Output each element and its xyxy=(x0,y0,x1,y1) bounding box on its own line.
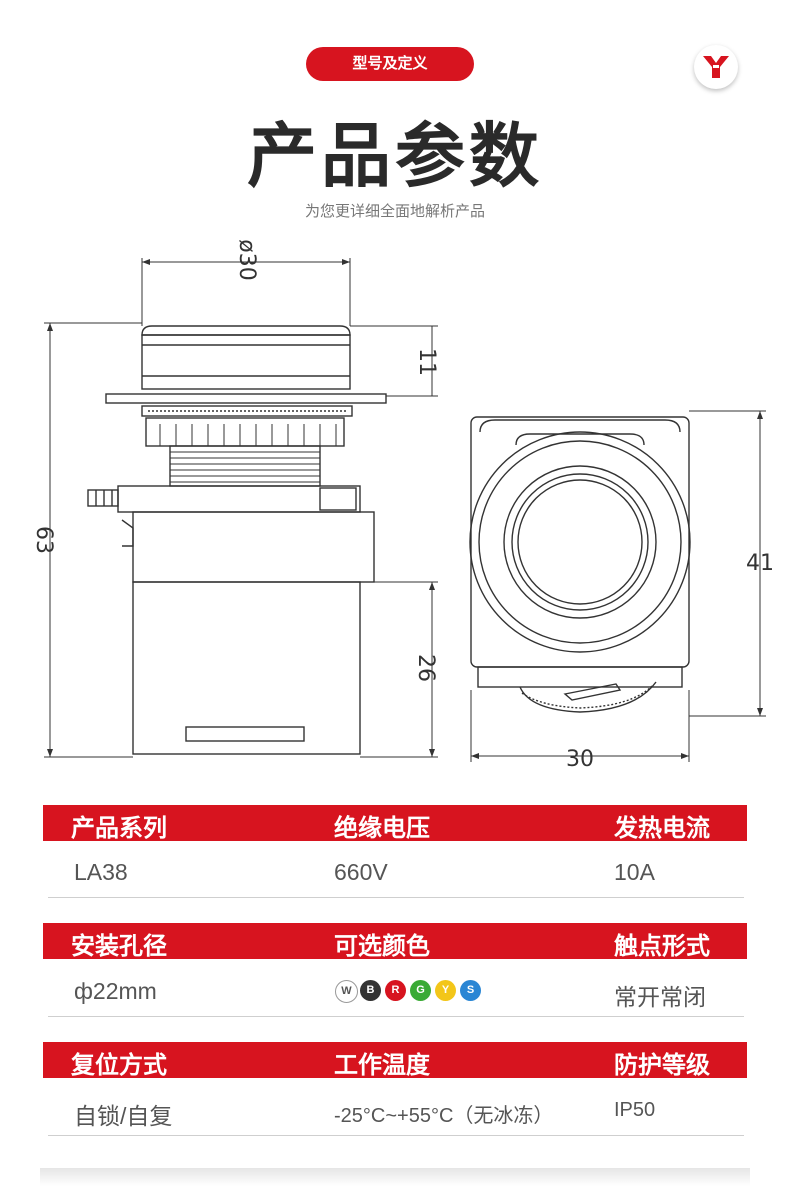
spec-value: 10A xyxy=(614,859,655,885)
spec-value-row-1: LA38 660V 10A xyxy=(48,847,744,898)
color-chip-red: R xyxy=(385,980,406,1001)
spec-value: LA38 xyxy=(74,859,128,885)
dim-label-11: 11 xyxy=(414,348,439,376)
color-chip-green: G xyxy=(410,980,431,1001)
spec-label: 发热电流 xyxy=(614,815,710,842)
dimension-drawing: ø30 11 63 26 41 30 xyxy=(31,239,774,772)
bottom-shadow xyxy=(40,1168,750,1186)
spec-label: 绝缘电压 xyxy=(334,815,430,842)
color-chip-white: W xyxy=(335,980,358,1003)
spec-header-row-2: 安装孔径 可选颜色 触点形式 xyxy=(43,923,747,960)
dim-label-30: 30 xyxy=(566,747,594,772)
color-chip-blue: S xyxy=(460,980,481,1001)
spec-value: IP50 xyxy=(614,1099,656,1121)
spec-label: 触点形式 xyxy=(614,933,710,960)
dim-label-26: 26 xyxy=(413,654,438,682)
spec-value: 常开常闭 xyxy=(614,984,706,1010)
dim-label-d30: ø30 xyxy=(234,239,259,280)
dim-label-63: 63 xyxy=(31,526,56,554)
spec-header-row-3: 复位方式 工作温度 防护等级 xyxy=(43,1042,747,1079)
spec-label: 安装孔径 xyxy=(71,933,167,960)
spec-value-row-2: ф22mm W B R G Y S 常开常闭 xyxy=(48,966,744,1017)
section-pill: 型号及定义 xyxy=(306,47,474,81)
spec-label: 产品系列 xyxy=(71,815,167,842)
page-subtitle: 为您更详细全面地解析产品 xyxy=(304,203,485,220)
spec-value-row-3: 自锁/自复 -25°C~+55°C（无冰冻） IP50 xyxy=(48,1085,744,1136)
front-view-drawing xyxy=(469,410,766,762)
side-view-drawing xyxy=(44,258,438,758)
spec-value: 自锁/自复 xyxy=(74,1103,173,1129)
spec-value: 660V xyxy=(334,859,388,885)
color-chip-yellow: Y xyxy=(435,980,456,1001)
spec-label: 可选颜色 xyxy=(334,933,430,960)
spec-label: 工作温度 xyxy=(334,1052,430,1079)
color-chip-black: B xyxy=(360,980,381,1001)
dim-label-41: 41 xyxy=(746,551,774,576)
spec-label: 防护等级 xyxy=(614,1052,710,1079)
page-title: 产品参数 xyxy=(247,117,543,195)
spec-header-row-1: 产品系列 绝缘电压 发热电流 xyxy=(43,805,747,842)
spec-value: ф22mm xyxy=(74,978,157,1004)
spec-label: 复位方式 xyxy=(71,1052,167,1079)
brand-logo-icon xyxy=(694,45,738,89)
spec-value: -25°C~+55°C（无冰冻） xyxy=(334,1105,554,1127)
